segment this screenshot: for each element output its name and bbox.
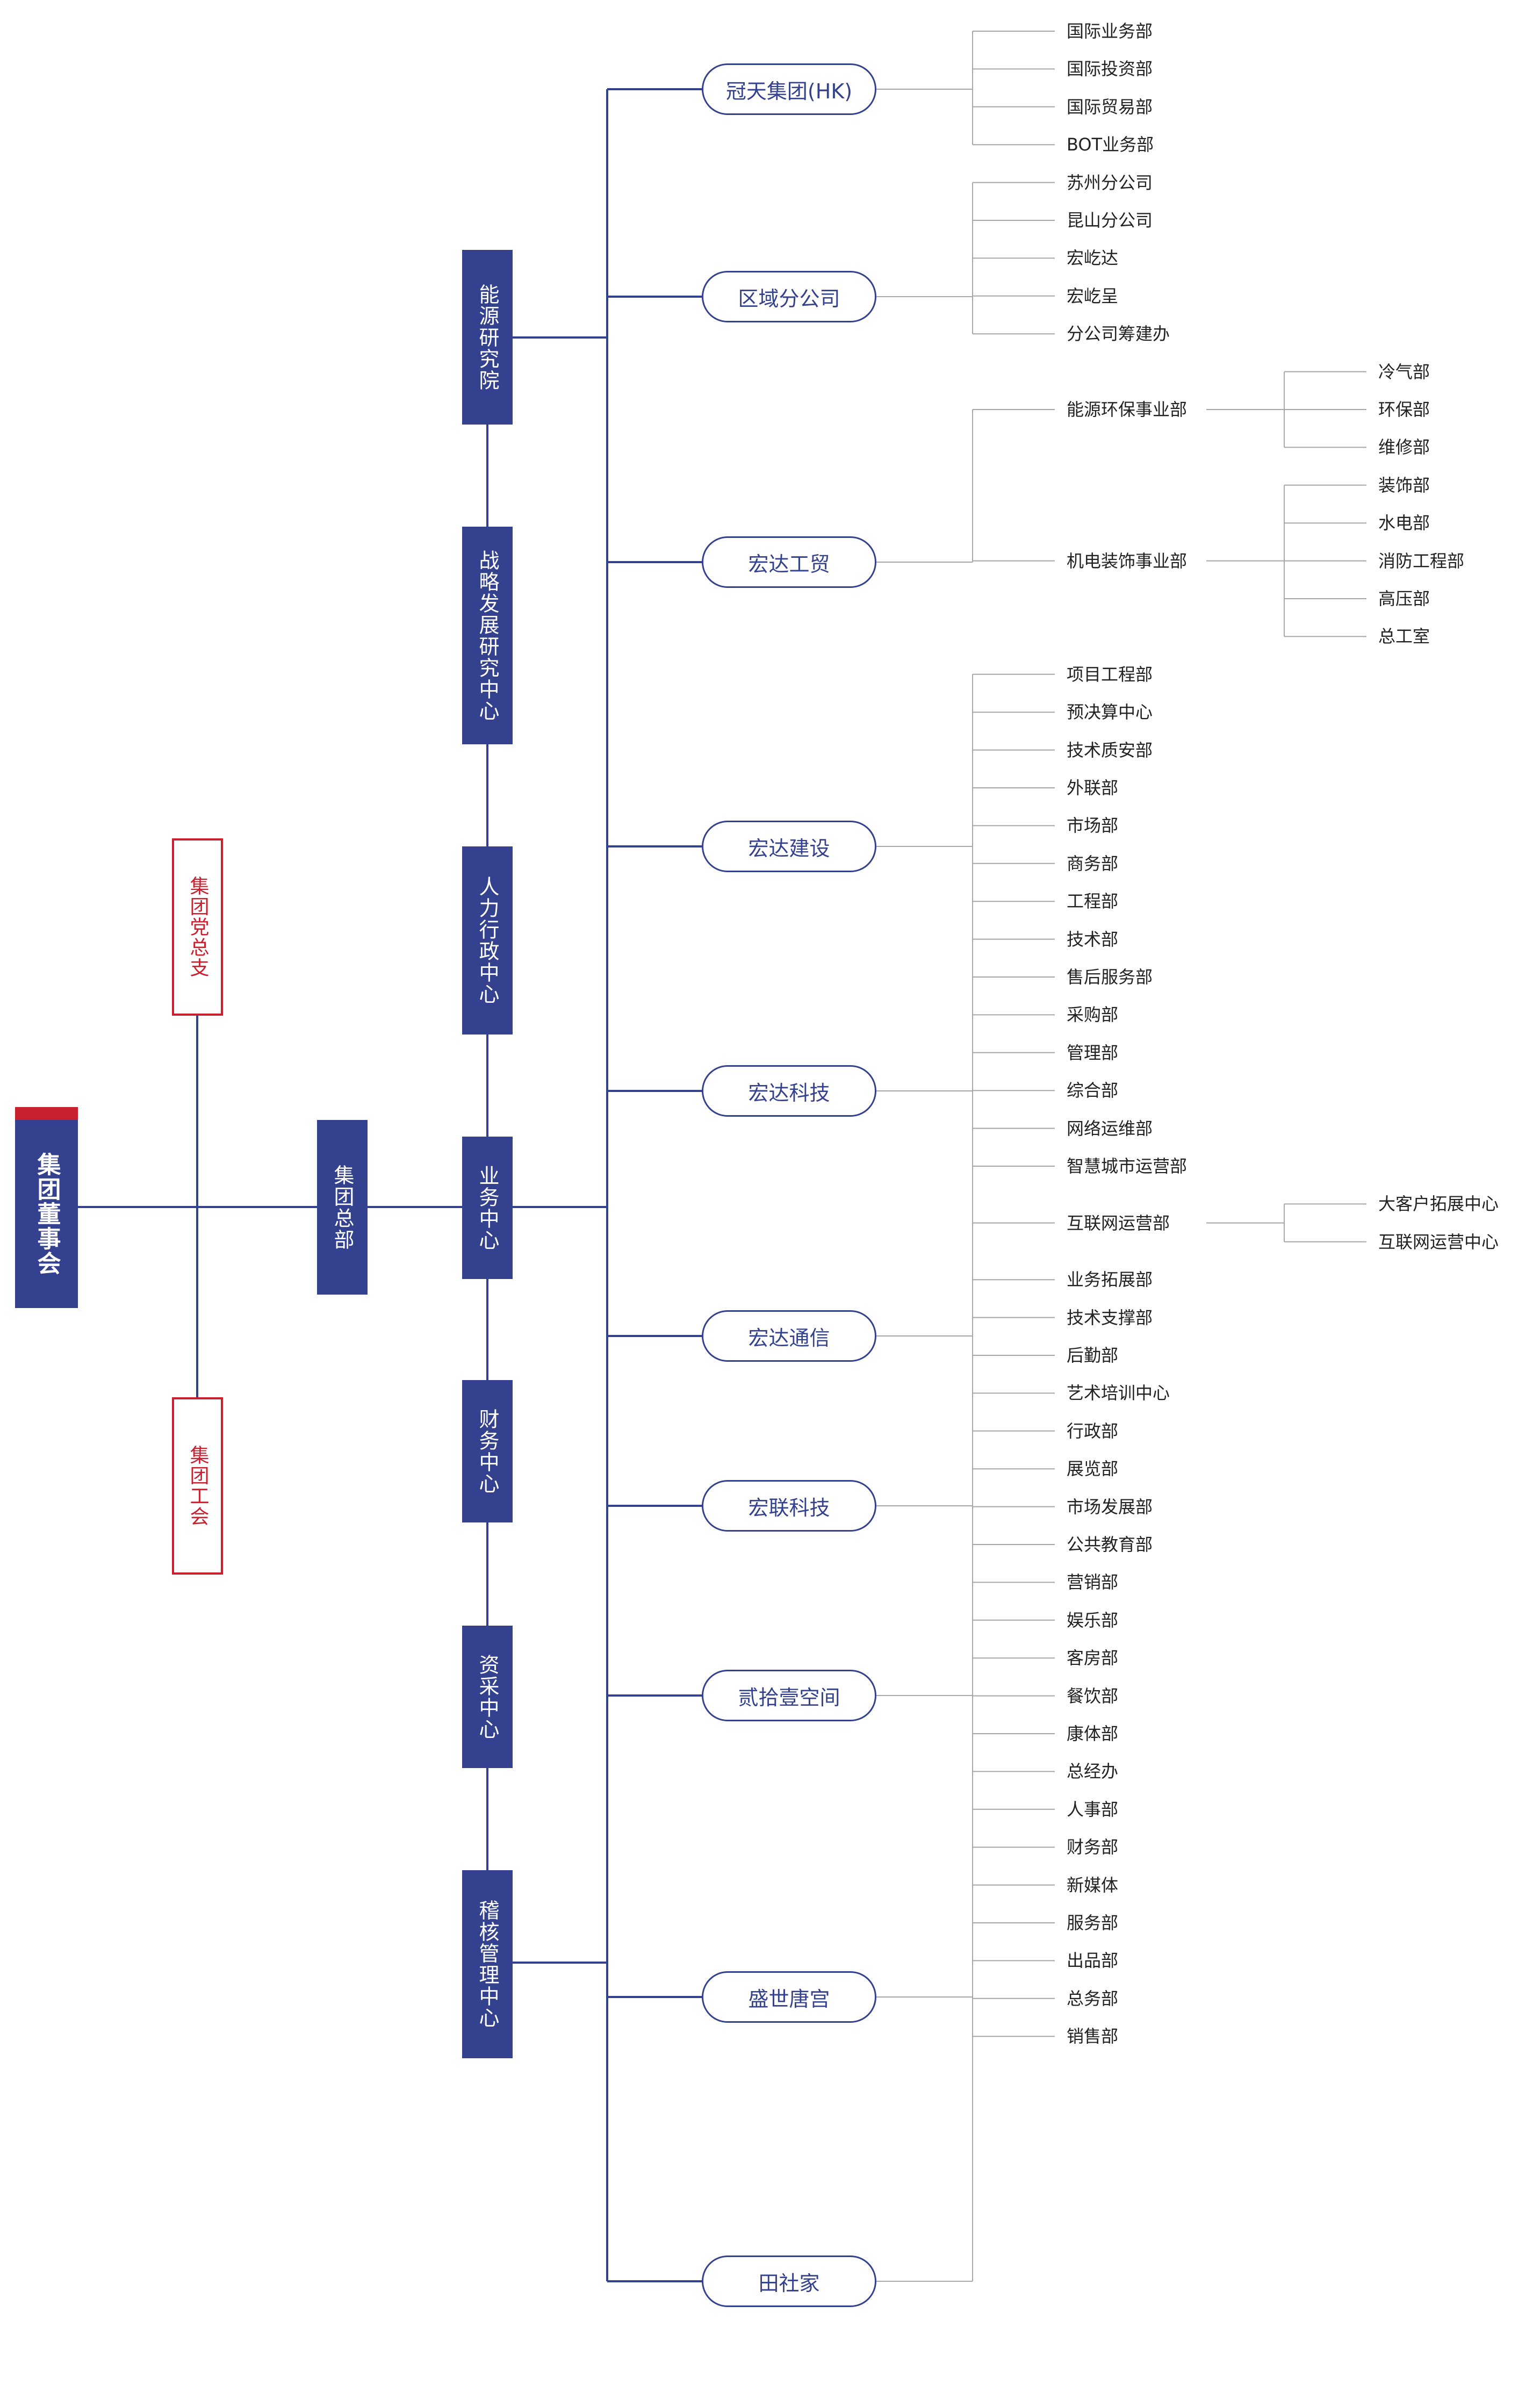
board-box: 集团董事会 [15,1120,78,1308]
department-label: 公共教育部 [1067,1534,1153,1555]
department-label: 昆山分公司 [1067,210,1153,231]
department-label: 后勤部 [1067,1345,1119,1366]
center-box: 能源研究院 [462,250,513,425]
unit-label: 水电部 [1378,513,1430,534]
center-box: 资采中心 [462,1626,513,1768]
unit-label: 环保部 [1378,399,1430,420]
department-label: 娱乐部 [1067,1610,1119,1630]
company-node: 贰拾壹空间 [702,1670,876,1721]
division-label: 机电装饰事业部 [1067,550,1188,571]
union-label: 集团工会 [186,1445,209,1527]
department-label: 餐饮部 [1067,1685,1119,1706]
center-label: 能源研究院 [476,283,499,391]
department-label: 新媒体 [1067,1874,1119,1895]
center-box: 人力行政中心 [462,846,513,1035]
department-label: 智慧城市运营部 [1067,1156,1188,1176]
department-label: 网络运维部 [1067,1118,1153,1139]
department-label: 技术部 [1067,929,1119,950]
company-node: 宏达科技 [702,1065,876,1117]
department-label: 客房部 [1067,1648,1119,1669]
union-box: 集团工会 [172,1397,223,1575]
department-label: 国际业务部 [1067,21,1153,41]
department-label: 业务拓展部 [1067,1269,1153,1290]
party-branch-box: 集团党总支 [172,838,223,1016]
center-label: 稽核管理中心 [476,1900,499,2029]
center-box: 业务中心 [462,1137,513,1279]
division-label: 互联网运营部 [1067,1212,1170,1233]
center-box: 战略发展研究中心 [462,527,513,744]
department-label: 商务部 [1067,853,1119,874]
department-label: 艺术培训中心 [1067,1383,1170,1404]
department-label: 外联部 [1067,778,1119,798]
department-label: 市场部 [1067,815,1119,836]
department-label: 市场发展部 [1067,1496,1153,1517]
department-label: 分公司筹建办 [1067,324,1170,344]
department-label: 国际投资部 [1067,59,1153,80]
center-box: 财务中心 [462,1380,513,1522]
company-node: 宏达通信 [702,1310,876,1362]
department-label: 展览部 [1067,1459,1119,1479]
board-accent-bar [15,1107,78,1120]
department-label: 出品部 [1067,1950,1119,1971]
department-label: 人事部 [1067,1799,1119,1820]
department-label: 行政部 [1067,1420,1119,1441]
department-label: 销售部 [1067,2026,1119,2047]
party-branch-label: 集团党总支 [186,876,209,978]
department-label: 工程部 [1067,891,1119,912]
company-node: 宏达工贸 [702,536,876,588]
unit-label: 大客户拓展中心 [1378,1194,1499,1215]
hq-label: 集团总部 [330,1164,354,1251]
center-label: 业务中心 [476,1165,499,1251]
department-label: 技术支撑部 [1067,1307,1153,1328]
company-node: 盛世唐宫 [702,1971,876,2023]
unit-label: 装饰部 [1378,475,1430,495]
company-node: 宏联科技 [702,1480,876,1532]
department-label: 总务部 [1067,1988,1119,2009]
department-label: 财务部 [1067,1837,1119,1858]
unit-label: 互联网运营中心 [1378,1231,1499,1252]
unit-label: 总工室 [1378,626,1430,647]
center-label: 资采中心 [476,1654,499,1740]
department-label: 售后服务部 [1067,967,1153,987]
center-label: 财务中心 [476,1408,499,1495]
company-node: 冠天集团(HK) [702,63,876,115]
department-label: 宏屹呈 [1067,285,1119,306]
department-label: 服务部 [1067,1913,1119,1933]
center-label: 人力行政中心 [476,876,499,1005]
department-label: 项目工程部 [1067,664,1153,685]
department-label: 国际贸易部 [1067,96,1153,117]
department-label: BOT业务部 [1067,134,1154,155]
center-box: 稽核管理中心 [462,1870,513,2058]
department-label: 管理部 [1067,1042,1119,1063]
department-label: 苏州分公司 [1067,172,1153,193]
unit-label: 维修部 [1378,437,1430,458]
company-node: 田社家 [702,2255,876,2307]
center-label: 战略发展研究中心 [476,549,499,722]
division-label: 能源环保事业部 [1067,399,1188,420]
department-label: 康体部 [1067,1723,1119,1744]
board-label: 集团董事会 [33,1152,61,1276]
unit-label: 高压部 [1378,588,1430,609]
department-label: 采购部 [1067,1004,1119,1025]
department-label: 综合部 [1067,1080,1119,1101]
department-label: 营销部 [1067,1572,1119,1593]
department-label: 技术质安部 [1067,739,1153,760]
department-label: 宏屹达 [1067,248,1119,269]
department-label: 预决算中心 [1067,702,1153,723]
unit-label: 消防工程部 [1378,550,1465,571]
department-label: 总经办 [1067,1761,1119,1782]
unit-label: 冷气部 [1378,361,1430,382]
hq-box: 集团总部 [317,1120,368,1295]
company-node: 区域分公司 [702,271,876,322]
company-node: 宏达建设 [702,821,876,872]
